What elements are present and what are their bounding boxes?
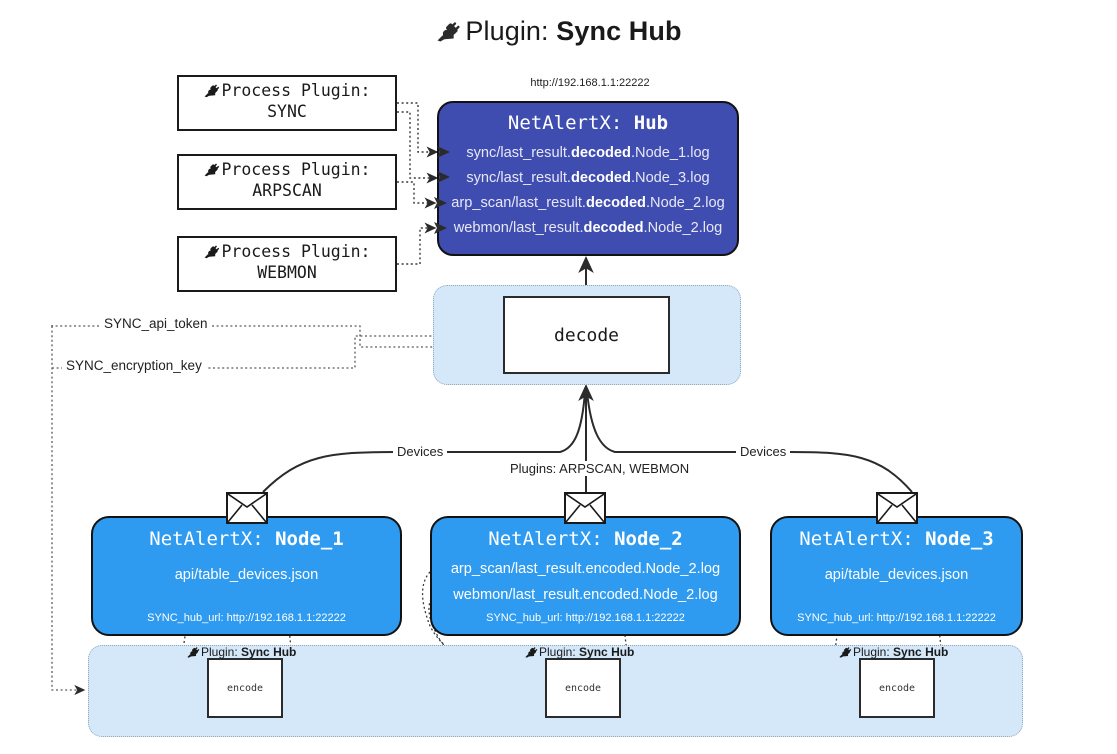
edge-arpscan-to-hub <box>397 181 437 209</box>
node2-title: NetAlertX: Node_2 <box>488 528 683 550</box>
node3-title: NetAlertX: Node_3 <box>799 528 994 550</box>
label-devices-left: Devices <box>393 444 448 459</box>
node3-line: api/table_devices.json <box>824 567 969 583</box>
edge-node3-to-decode <box>586 391 913 493</box>
node2-title-name: Node_2 <box>614 528 683 550</box>
node3-hub-url: SYNC_hub_url: http://192.168.1.1:22222 <box>797 612 996 624</box>
node1-title: NetAlertX: Node_1 <box>149 528 344 550</box>
process-plugin-arpscan-name: ARPSCAN <box>252 181 322 201</box>
edge-webmon-to-hub <box>397 222 437 265</box>
plug-icon <box>435 20 461 51</box>
envelope-icon <box>226 492 268 524</box>
plugin-tag-node2: Plugin: Sync Hub <box>524 645 634 662</box>
hub-log-line: webmon/last_result.decoded.Node_2.log <box>453 220 723 236</box>
hub-box[interactable]: NetAlertX: Hub sync/last_result.decoded.… <box>437 101 739 256</box>
node1-line: api/table_devices.json <box>174 567 319 583</box>
label-devices-right: Devices <box>736 444 791 459</box>
plugin-tag-node1: Plugin: Sync Hub <box>186 645 296 662</box>
process-plugin-webmon-label: Process Plugin: <box>179 242 395 264</box>
process-plugin-webmon-name: WEBMON <box>257 263 317 283</box>
plug-icon <box>838 646 852 662</box>
node1-title-name: Node_1 <box>275 528 344 550</box>
plugin-tag-node1-prefix: Plugin: <box>201 645 238 659</box>
envelope-icon <box>876 492 918 524</box>
node-box-node2[interactable]: NetAlertX: Node_2 arp_scan/last_result.e… <box>430 516 741 636</box>
edge-sync-to-hub-line1 <box>397 102 439 158</box>
hub-url: http://192.168.1.1:22222 <box>530 77 650 89</box>
node2-line: arp_scan/last_result.encoded.Node_2.log <box>450 561 721 577</box>
plug-icon <box>203 244 220 264</box>
decode-box[interactable]: decode <box>503 296 670 374</box>
label-sync-api-token: SYNC_api_token <box>100 316 212 331</box>
label-sync-encryption-key: SYNC_encryption_key <box>62 358 206 373</box>
encode-box-node3[interactable]: encode <box>859 658 935 718</box>
edge-tokens-to-encoders <box>51 326 86 696</box>
node1-hub-url: SYNC_hub_url: http://192.168.1.1:22222 <box>147 612 346 624</box>
process-plugin-webmon-text: Process Plugin: <box>221 242 371 261</box>
hub-title: NetAlertX: Hub <box>439 112 737 134</box>
node3-title-name: Node_3 <box>925 528 994 550</box>
node1-lines: api/table_devices.json <box>93 562 400 588</box>
edge-sync-to-hub-line2 <box>397 111 439 184</box>
hub-log-list: sync/last_result.decoded.Node_1.log sync… <box>439 141 737 241</box>
label-plugins-center: Plugins: ARPSCAN, WEBMON <box>506 461 694 476</box>
node2-line: webmon/last_result.encoded.Node_2.log <box>453 587 718 603</box>
plugin-tag-node1-name: Sync Hub <box>241 645 297 659</box>
process-plugin-sync-label: Process Plugin: <box>179 81 395 103</box>
node2-lines: arp_scan/last_result.encoded.Node_2.log … <box>432 556 739 608</box>
hub-log-line: sync/last_result.decoded.Node_3.log <box>466 170 710 186</box>
plug-icon <box>203 162 220 182</box>
encode-box-node1[interactable]: encode <box>207 658 283 718</box>
edge-node1-to-decode <box>262 391 586 493</box>
encode-box-node2[interactable]: encode <box>545 658 621 718</box>
process-plugin-arpscan[interactable]: Process Plugin: ARPSCAN <box>177 154 397 210</box>
process-plugin-arpscan-label: Process Plugin: <box>179 160 395 182</box>
plugin-tag-node3-name: Sync Hub <box>893 645 949 659</box>
process-plugin-arpscan-text: Process Plugin: <box>221 160 371 179</box>
hub-title-prefix: NetAlertX: <box>507 112 623 134</box>
node2-hub-url: SYNC_hub_url: http://192.168.1.1:22222 <box>486 612 685 624</box>
process-plugin-sync-text: Process Plugin: <box>221 81 371 100</box>
plugin-tag-node3: Plugin: Sync Hub <box>838 645 948 662</box>
node-box-node1[interactable]: NetAlertX: Node_1 api/table_devices.json… <box>91 516 402 636</box>
title-name: Sync Hub <box>556 16 682 46</box>
hub-title-name: Hub <box>633 112 669 134</box>
hub-log-line: arp_scan/last_result.decoded.Node_2.log <box>451 195 725 211</box>
hub-log-line: sync/last_result.decoded.Node_1.log <box>466 145 710 161</box>
node3-lines: api/table_devices.json <box>772 562 1021 588</box>
process-plugin-webmon[interactable]: Process Plugin: WEBMON <box>177 236 397 292</box>
process-plugin-sync[interactable]: Process Plugin: SYNC <box>177 75 397 131</box>
process-plugin-sync-name: SYNC <box>267 102 307 122</box>
plug-icon <box>203 83 220 103</box>
plugin-tag-node2-prefix: Plugin: <box>539 645 576 659</box>
envelope-icon <box>564 492 606 524</box>
plug-icon <box>524 646 538 662</box>
plug-icon <box>186 646 200 662</box>
plugin-tag-node3-prefix: Plugin: <box>853 645 890 659</box>
node-box-node3[interactable]: NetAlertX: Node_3 api/table_devices.json… <box>770 516 1023 636</box>
plugin-tag-node2-name: Sync Hub <box>579 645 635 659</box>
title-prefix: Plugin: <box>465 16 549 46</box>
page-title: Plugin: Sync Hub <box>0 16 1117 51</box>
